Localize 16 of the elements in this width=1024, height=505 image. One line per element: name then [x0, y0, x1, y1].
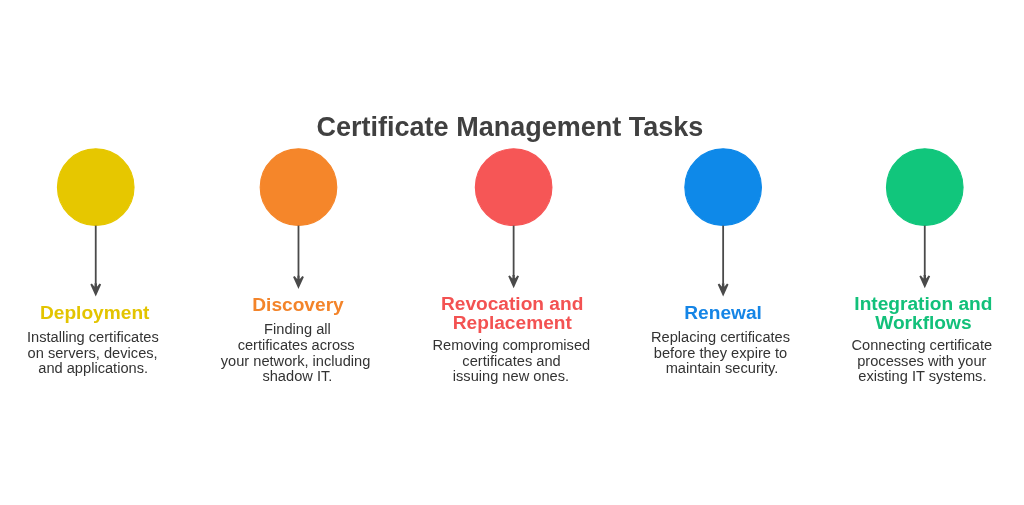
arrow	[918, 224, 930, 287]
node-circle	[56, 148, 135, 227]
node-text: Deployment Installing certificates on servers, devices, and applications.	[26, 301, 159, 377]
node-text: Discovery Finding all certificates across your network, including shadow IT.	[220, 293, 370, 385]
arrow	[507, 224, 519, 287]
node-circle	[885, 148, 964, 227]
node-text: Integration and Workflows Connecting certificate processes with your existing IT systems.	[851, 292, 992, 385]
node-circle	[474, 148, 552, 227]
arrow	[292, 224, 304, 288]
node-text: Revocation and Replacement Removing compromised certificates and issuing new ones.	[432, 292, 590, 385]
diagram-title: Certificate Management Tasks	[316, 111, 703, 142]
node-circle	[259, 148, 337, 227]
arrow	[89, 224, 101, 296]
arrow	[717, 224, 729, 296]
node-circle	[683, 148, 762, 227]
node-text: Renewal Replacing certificates before they expire to maintain security.	[650, 301, 790, 377]
